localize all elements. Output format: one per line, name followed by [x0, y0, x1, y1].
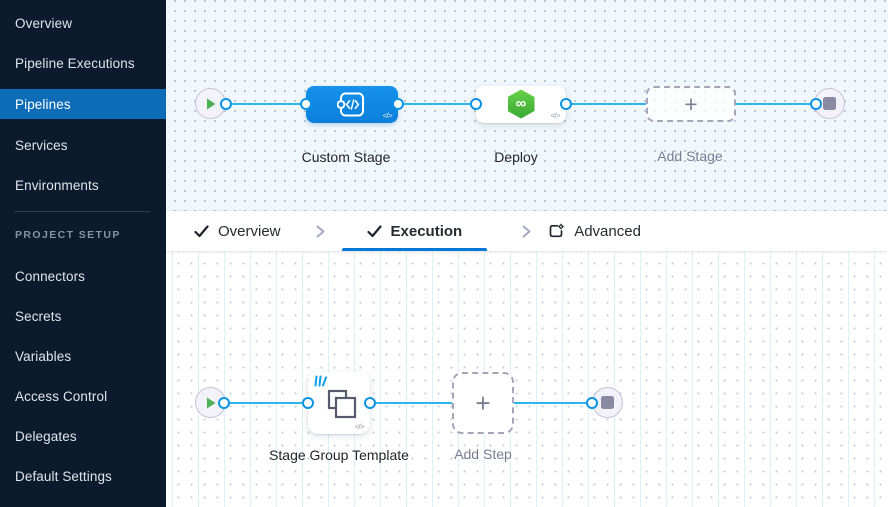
- stage-label: Custom Stage: [301, 149, 391, 165]
- edge-line: [370, 401, 452, 405]
- add-stage-button[interactable]: +: [646, 86, 736, 122]
- stop-icon: [823, 97, 836, 110]
- check-icon: [366, 224, 382, 237]
- stage-node-deploy[interactable]: ∞ </>: [476, 85, 566, 123]
- sidebar-item-secrets[interactable]: Secrets: [15, 308, 62, 324]
- add-step-label: Add Step: [454, 446, 512, 462]
- tab-overview[interactable]: Overview: [194, 211, 281, 251]
- sidebar-item-connectors[interactable]: Connectors: [15, 268, 86, 284]
- play-icon: [206, 98, 215, 109]
- tab-label: Execution: [390, 222, 463, 240]
- sidebar-item-services[interactable]: Services: [15, 137, 68, 153]
- stage-graph-canvas[interactable]: </> ∞ </> + Custom Stage Deploy Add Stag…: [166, 0, 888, 211]
- sidebar-nav: Overview Pipeline Executions Pipelines S…: [0, 3, 166, 205]
- connector-point: [302, 397, 314, 409]
- connector-point: [810, 98, 822, 110]
- tab-advanced[interactable]: Advanced: [548, 211, 641, 251]
- stage-label: Deploy: [494, 149, 538, 165]
- edge-line: [566, 102, 646, 106]
- sidebar: Overview Pipeline Executions Pipelines S…: [0, 0, 166, 507]
- edge-line: [398, 102, 476, 106]
- chevron-right-icon: [315, 224, 326, 239]
- stage-config-tabs: Overview Execution: [166, 211, 888, 251]
- tab-label: Overview: [218, 222, 281, 240]
- tab-execution[interactable]: Execution: [341, 211, 488, 251]
- connector-point: [470, 98, 482, 110]
- edge-line: [736, 102, 816, 106]
- sidebar-item-delegates[interactable]: Delegates: [15, 428, 77, 444]
- sidebar-item-access-control[interactable]: Access Control: [15, 388, 108, 404]
- sidebar-item-environments[interactable]: Environments: [15, 177, 99, 193]
- connector-point: [364, 397, 376, 409]
- edge-line: [514, 401, 592, 405]
- connector-point: [586, 397, 598, 409]
- connector-point: [220, 98, 232, 110]
- play-icon: [206, 397, 215, 408]
- code-view-badge: </>: [354, 422, 365, 431]
- stage-node-custom-stage[interactable]: </>: [306, 85, 398, 123]
- advanced-icon: [549, 223, 565, 238]
- sidebar-item-pipeline-executions[interactable]: Pipeline Executions: [15, 55, 135, 71]
- active-tab-underline: [341, 248, 488, 251]
- connector-point: [392, 98, 404, 110]
- plus-icon: +: [684, 90, 698, 117]
- code-view-badge: </>: [382, 110, 393, 120]
- check-icon: [194, 224, 209, 237]
- execution-graph-canvas[interactable]: </> + Stage Group Template Add Step: [166, 251, 888, 507]
- chevron-right-icon: [521, 224, 532, 239]
- connector-point: [300, 98, 312, 110]
- main-content: </> ∞ </> + Custom Stage Deploy Add Stag…: [166, 0, 888, 507]
- code-view-badge: </>: [550, 110, 561, 120]
- stop-icon: [601, 396, 614, 409]
- deploy-cd-icon: ∞: [507, 89, 535, 119]
- edge-line: [224, 401, 308, 405]
- project-setup-heading: PROJECT SETUP: [15, 229, 121, 241]
- stage-group-icon: [327, 389, 357, 419]
- template-badge-icon: [314, 375, 327, 387]
- edge-line: [226, 102, 306, 106]
- add-stage-label: Add Stage: [657, 148, 723, 164]
- sidebar-item-pipelines[interactable]: Pipelines: [0, 89, 166, 119]
- tab-label: Advanced: [574, 222, 641, 240]
- pipeline-start-node: [195, 88, 226, 119]
- sidebar-divider: [14, 211, 150, 212]
- connector-point: [218, 397, 230, 409]
- step-label: Stage Group Template: [269, 447, 409, 463]
- sidebar-setup-nav: Connectors Secrets Variables Access Cont…: [0, 256, 166, 496]
- sidebar-item-variables[interactable]: Variables: [15, 348, 72, 364]
- sidebar-item-default-settings[interactable]: Default Settings: [15, 468, 112, 484]
- add-step-button[interactable]: +: [452, 372, 514, 434]
- plus-icon: +: [475, 388, 491, 418]
- connector-point: [560, 98, 572, 110]
- sidebar-item-overview[interactable]: Overview: [15, 15, 73, 31]
- step-node-stage-group-template[interactable]: </>: [308, 372, 370, 434]
- custom-stage-icon: [337, 92, 364, 116]
